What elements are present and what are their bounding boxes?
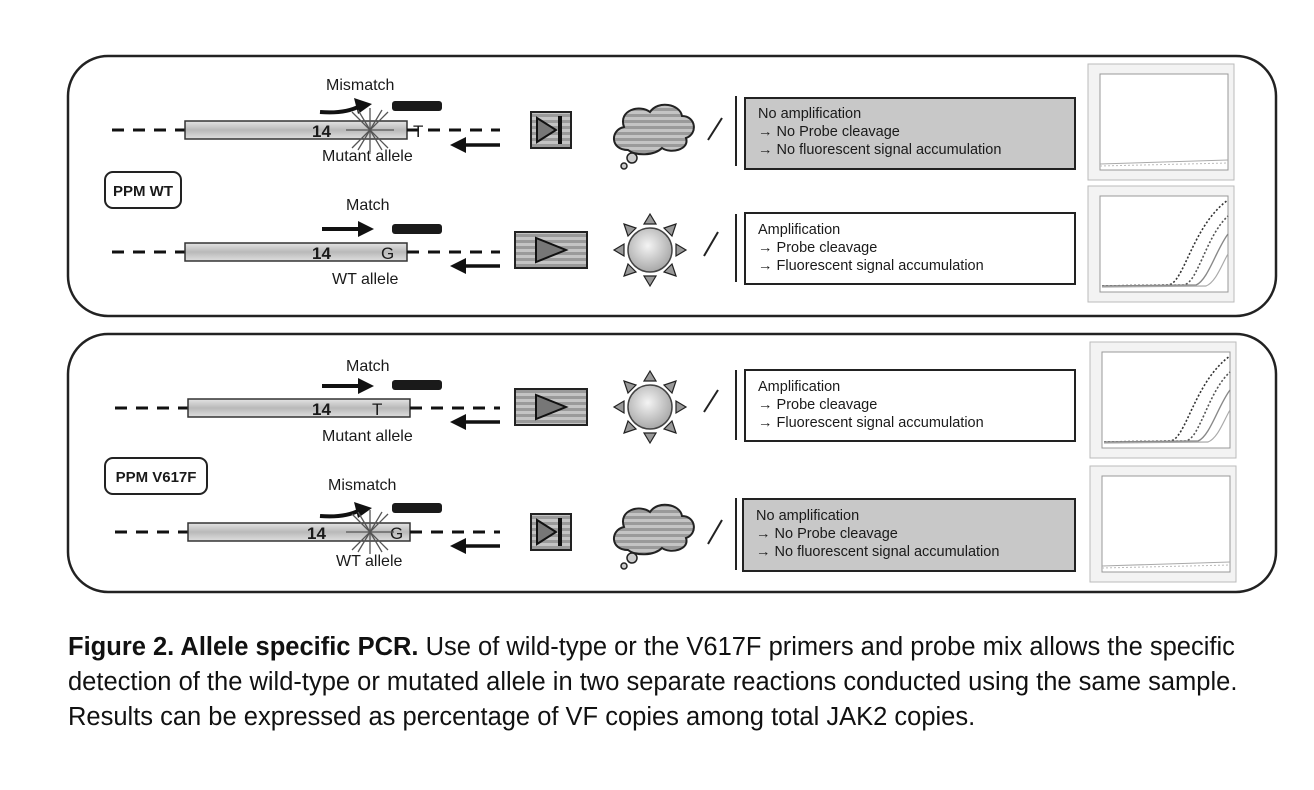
panel-frame: [66, 54, 1278, 318]
quenched-probe-icon: [530, 111, 572, 149]
fluorescence-sun-icon: [612, 369, 688, 445]
result-line: → Probe cleavage: [758, 397, 877, 413]
result-line: No amplification: [756, 508, 859, 524]
allele-base: G: [390, 524, 403, 543]
exon-number: 14: [312, 122, 331, 141]
allele-label: WT allele: [332, 271, 398, 288]
result-line: → No fluorescent signal accumulation: [756, 544, 999, 560]
probe-icon: [392, 503, 442, 513]
result-box: [744, 369, 1076, 442]
allele-base: G: [381, 244, 394, 263]
amplification-plot: [1089, 465, 1237, 583]
cloud-icon: [613, 503, 695, 570]
amplification-plot: [1087, 63, 1235, 181]
primer-label: Match: [346, 197, 390, 214]
figure-caption: Figure 2. Allele specific PCR. Use of wi…: [68, 630, 1268, 735]
result-line: Amplification: [758, 222, 840, 238]
forward-primer-arrow: [319, 104, 361, 115]
result-line: Amplification: [758, 379, 840, 395]
primer-label: Mismatch: [328, 477, 396, 494]
reverse-primer-arrow: [450, 414, 466, 430]
reaction-row: 14 G Match WT allele: [112, 185, 1235, 303]
exon-number: 14: [312, 244, 331, 263]
cleaved-probe-icon: [514, 231, 588, 269]
result-line: → Probe cleavage: [758, 240, 877, 256]
reverse-primer-arrow: [450, 258, 466, 274]
panel-tag: PPM WT: [104, 171, 182, 209]
panel-frame: [66, 332, 1278, 594]
probe-icon: [392, 380, 442, 390]
allele-base: T: [413, 122, 423, 141]
panel-tag-label: PPM WT: [113, 183, 173, 200]
fluorescence-sun-icon: [612, 212, 688, 288]
exon-number: 14: [312, 400, 331, 419]
result-box: [742, 498, 1076, 572]
cleaved-probe-icon: [514, 388, 588, 426]
allele-base: T: [372, 400, 382, 419]
probe-icon: [392, 224, 442, 234]
pcr-diagram: PPM WT PPM V617F 14 T Mismatch Mutant al…: [66, 54, 1278, 594]
reaction-row: 14 T Mismatch Mutant allele No: [112, 63, 1235, 181]
primer-label: Mismatch: [326, 77, 394, 94]
allele-label: WT allele: [336, 553, 402, 570]
panel-tag: PPM V617F: [104, 457, 208, 495]
mismatch-star-icon: [346, 108, 394, 152]
quenched-probe-icon: [530, 513, 572, 551]
exon-number: 14: [307, 524, 326, 543]
result-line: → Fluorescent signal accumulation: [758, 258, 984, 274]
result-line: No amplification: [758, 106, 861, 122]
result-line: → Fluorescent signal accumulation: [758, 415, 984, 431]
reaction-row: 14 T Match Mutant allele: [115, 341, 1237, 459]
mismatch-star-icon: [346, 510, 394, 554]
allele-label: Mutant allele: [322, 148, 413, 165]
caption-body: Use of wild-type or the V617F primers an…: [68, 633, 1238, 731]
result-line: → No fluorescent signal accumulation: [758, 142, 1001, 158]
result-line: → No Probe cleavage: [756, 526, 898, 542]
allele-label: Mutant allele: [322, 428, 413, 445]
reverse-primer-arrow: [450, 538, 466, 554]
cloud-icon: [613, 103, 695, 170]
reverse-primer-arrow: [450, 137, 466, 153]
reaction-row: 14 G Mismatch WT allele No amplification…: [115, 465, 1237, 583]
primer-label: Match: [346, 358, 390, 375]
probe-icon: [392, 101, 442, 111]
result-line: → No Probe cleavage: [758, 124, 900, 140]
result-box: [744, 97, 1076, 170]
caption-title: Figure 2. Allele specific PCR.: [68, 633, 419, 661]
amplification-plot: [1087, 185, 1235, 303]
result-box: [744, 212, 1076, 285]
panel-tag-label: PPM V617F: [116, 469, 197, 486]
amplification-plot: [1089, 341, 1237, 459]
gene-exon-bar: [184, 242, 408, 262]
